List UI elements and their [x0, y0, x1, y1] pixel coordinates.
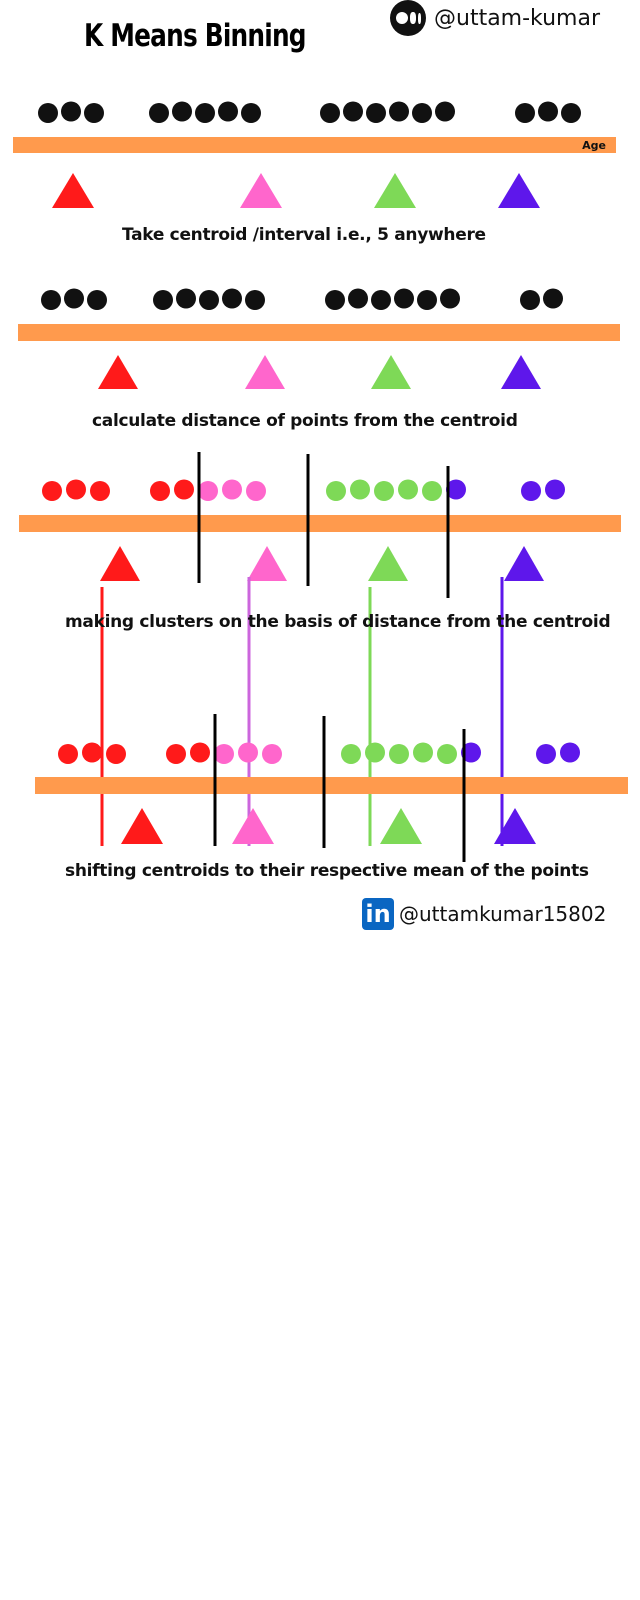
step-3-data-point	[374, 481, 394, 501]
step-3-centroid-red	[100, 546, 140, 581]
step-1-centroid-pink	[240, 173, 282, 208]
step-3-centroid-purple	[504, 546, 544, 581]
step-2-data-point	[417, 290, 437, 310]
step-1-data-point	[149, 103, 169, 123]
step-2-data-point	[371, 290, 391, 310]
step-2-data-point	[153, 290, 173, 310]
step-4-centroid-purple	[494, 808, 536, 844]
medium-logo-icon	[390, 0, 426, 36]
step-2-axis-bar	[18, 324, 620, 341]
step-3-data-point	[545, 479, 565, 500]
step-2-centroid-red	[98, 355, 138, 389]
step-3-data-point	[521, 481, 541, 501]
step-1-centroid-red	[52, 173, 94, 208]
linkedin-handle[interactable]: in @uttamkumar15802	[362, 897, 606, 931]
step-1-data-point	[195, 103, 215, 123]
step-2-data-point	[41, 290, 61, 310]
step-2-data-point	[245, 290, 265, 310]
step-1-data-point	[343, 101, 363, 122]
step-2-data-point	[325, 290, 345, 310]
step-1-centroid-purple	[498, 173, 540, 208]
step-3-data-point	[174, 479, 194, 500]
step-3-data-point	[198, 481, 218, 501]
step-2-centroid-pink	[245, 355, 285, 389]
step-3-data-point	[42, 481, 62, 501]
step-4-centroid-green	[380, 808, 422, 844]
step-4-data-point	[214, 744, 234, 764]
page-title: K Means Binning	[84, 18, 307, 54]
step-1-data-point	[389, 101, 409, 122]
step-3-axis-bar	[19, 515, 621, 532]
step-4-data-point	[389, 744, 409, 764]
step-2-data-point	[222, 288, 242, 309]
step-4-data-point	[536, 744, 556, 764]
step-3-data-point	[90, 481, 110, 501]
step-4-data-point	[365, 742, 385, 763]
step-1-data-point	[218, 101, 238, 122]
step-1-data-point	[61, 101, 81, 122]
step-3-data-point	[326, 481, 346, 501]
step-4-data-point	[341, 744, 361, 764]
step-2-data-point	[87, 290, 107, 310]
step-1-data-point	[172, 101, 192, 122]
step-2-centroid-green	[371, 355, 411, 389]
step-2-data-point	[176, 288, 196, 309]
step-4-centroid-pink	[232, 808, 274, 844]
step-1-data-point	[412, 103, 432, 123]
step-1-axis-bar	[13, 137, 616, 153]
linkedin-handle-text: @uttamkumar15802	[399, 902, 607, 926]
step-1-data-point	[515, 103, 535, 123]
step-1-data-point	[320, 103, 340, 123]
step-4-data-point	[437, 744, 457, 764]
step-4-data-point	[82, 742, 102, 763]
step-3-data-point	[446, 479, 466, 500]
step-2-data-point	[394, 288, 414, 309]
step-2-data-point	[348, 288, 368, 309]
step-3-centroid-pink	[247, 546, 287, 581]
step-4-data-point	[413, 742, 433, 763]
step-1-caption: Take centroid /interval i.e., 5 anywhere	[122, 225, 486, 245]
step-2-data-point	[64, 288, 84, 309]
step-1-axis-label: Age	[582, 139, 606, 152]
step-3-data-point	[398, 479, 418, 500]
medium-handle-text: @uttam-kumar	[434, 5, 601, 31]
step-1-data-point	[435, 101, 455, 122]
step-3-centroid-green	[368, 546, 408, 581]
step-4-data-point	[106, 744, 126, 764]
step-2-centroid-purple	[501, 355, 541, 389]
step-2-data-point	[440, 288, 460, 309]
step-2-data-point	[520, 290, 540, 310]
step-1-data-point	[561, 103, 581, 123]
step-4-data-point	[560, 742, 580, 763]
step-3-data-point	[422, 481, 442, 501]
linkedin-logo-icon: in	[362, 898, 394, 930]
step-2-data-point	[543, 288, 563, 309]
step-4-data-point	[461, 742, 481, 763]
step-1-data-point	[84, 103, 104, 123]
step-3-data-point	[222, 479, 242, 500]
step-4-centroid-red	[121, 808, 163, 844]
step-4-data-point	[238, 742, 258, 763]
step-4-data-point	[166, 744, 186, 764]
step-1-centroid-green	[374, 173, 416, 208]
step-4-axis-bar	[35, 777, 628, 794]
step-4-caption: shifting centroids to their respective m…	[65, 861, 589, 881]
step-4-data-point	[58, 744, 78, 764]
step-1-data-point	[241, 103, 261, 123]
step-1-data-point	[538, 101, 558, 122]
step-4-data-point	[190, 742, 210, 763]
step-1-data-point	[38, 103, 58, 123]
step-3-caption: making clusters on the basis of distance…	[65, 612, 611, 632]
step-3-data-point	[150, 481, 170, 501]
step-2-caption: calculate distance of points from the ce…	[92, 411, 518, 431]
step-1-data-point	[366, 103, 386, 123]
step-4-data-point	[262, 744, 282, 764]
step-2-data-point	[199, 290, 219, 310]
step-3-data-point	[66, 479, 86, 500]
step-3-data-point	[246, 481, 266, 501]
step-3-data-point	[350, 479, 370, 500]
medium-handle[interactable]: @uttam-kumar	[390, 0, 600, 36]
